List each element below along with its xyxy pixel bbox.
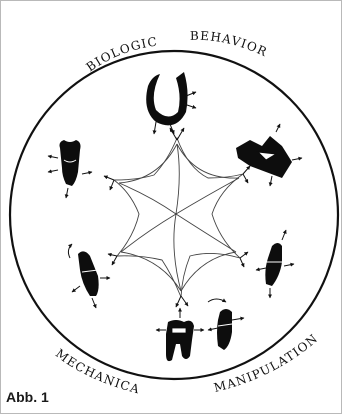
tooth-icon-bottom-right — [208, 299, 244, 350]
molar-icon-upper-left — [48, 140, 92, 198]
label-behavior: BEHAVIOR — [190, 29, 270, 60]
star-tip-arrows — [104, 128, 250, 307]
figure-caption: Abb. 1 — [6, 389, 49, 405]
molar-icon-bottom — [156, 308, 204, 361]
tooth-icon-left — [68, 244, 110, 308]
molar-icon-upper-right — [236, 124, 302, 186]
tooth-icon-right — [256, 230, 294, 298]
central-star — [114, 138, 243, 297]
tooth-icon-top — [146, 72, 196, 134]
label-biologic: BIOLOGIC — [84, 34, 159, 74]
